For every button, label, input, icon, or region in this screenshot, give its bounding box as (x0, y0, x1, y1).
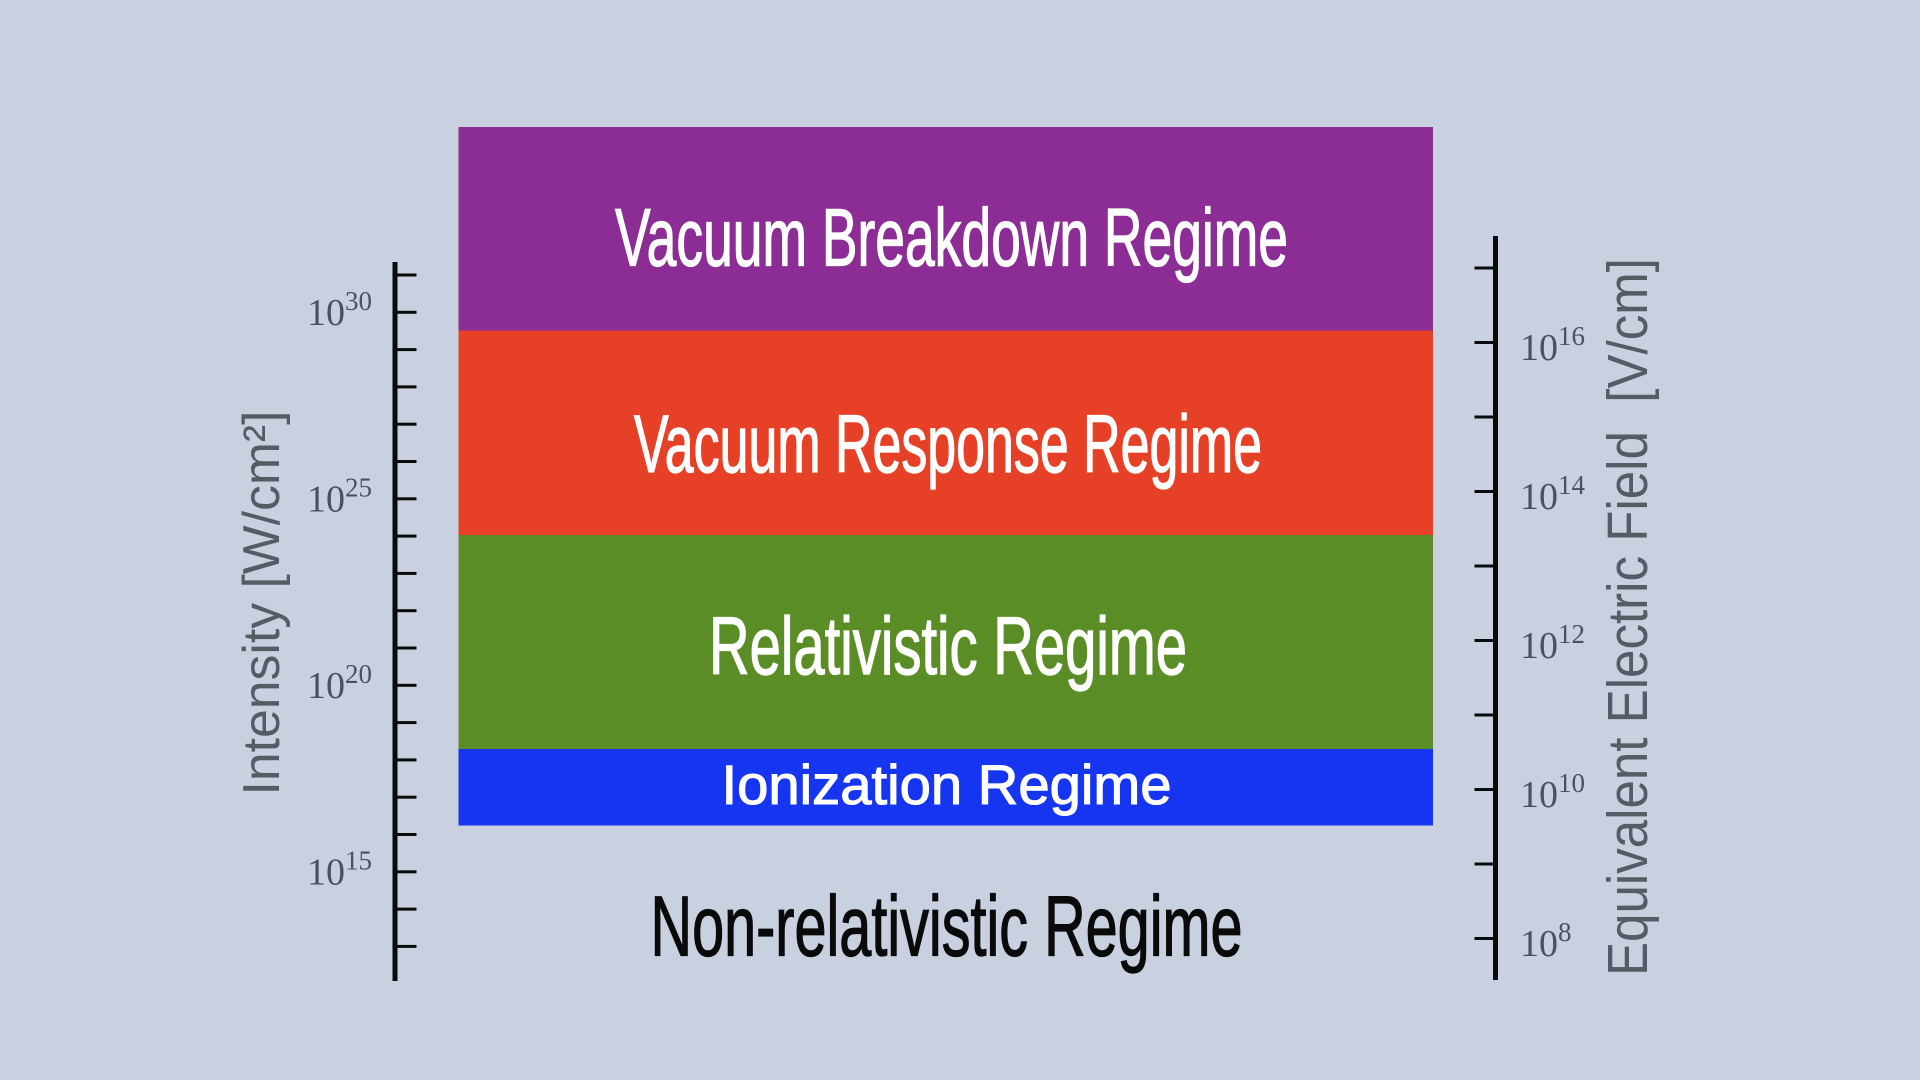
svg-text:108: 108 (1520, 917, 1572, 965)
svg-text:Intensity [W/cm²]: Intensity [W/cm²] (233, 411, 291, 796)
svg-text:Relativistic Regime: Relativistic Regime (709, 601, 1187, 692)
svg-text:1015: 1015 (307, 845, 372, 893)
svg-text:Equivalent Electric Field [V/: Equivalent Electric Field [V/cm] (1596, 258, 1660, 976)
svg-text:Vacuum Response Regime: Vacuum Response Regime (634, 399, 1262, 490)
svg-text:Ionization Regime: Ionization Regime (722, 753, 1172, 816)
svg-text:Vacuum Breakdown Regime: Vacuum Breakdown Regime (615, 193, 1288, 284)
svg-text:1020: 1020 (307, 659, 372, 707)
svg-text:Non-relativistic Regime: Non-relativistic Regime (651, 880, 1243, 975)
